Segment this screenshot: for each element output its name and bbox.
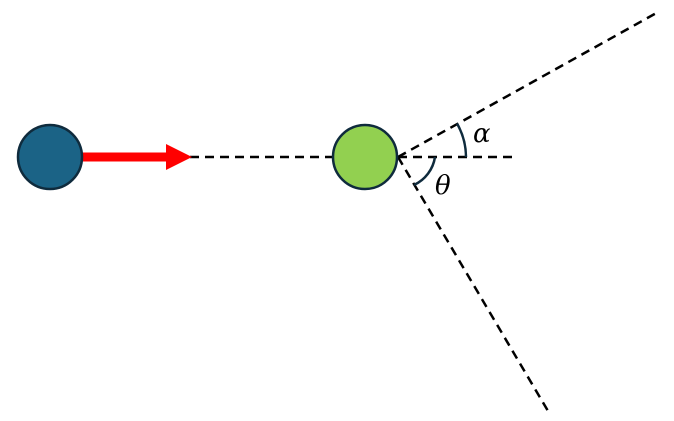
upper-scatter-dashed-line [397, 9, 661, 159]
alpha-label: α [473, 119, 491, 149]
lower-scatter-dashed-line [396, 156, 550, 412]
alpha-angle-arc [455, 122, 468, 158]
incoming-ball [16, 123, 84, 191]
theta-label: θ [435, 171, 451, 201]
target-ball [331, 123, 399, 191]
velocity-arrow-head [166, 144, 192, 170]
theta-angle-arc [413, 156, 437, 187]
